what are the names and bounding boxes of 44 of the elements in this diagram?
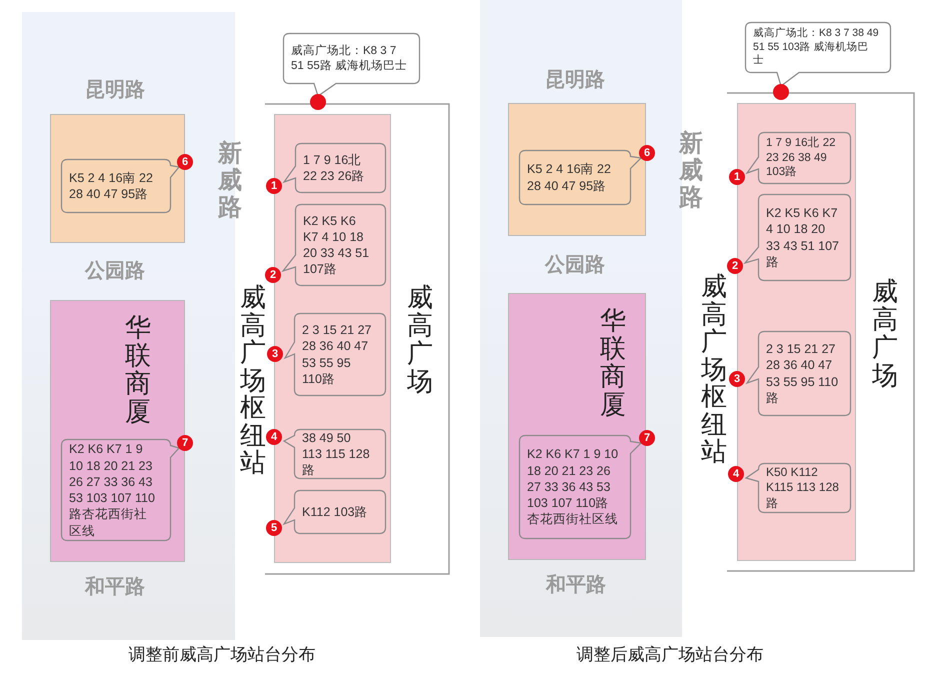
road-name: 公园路 [544, 253, 606, 278]
route-list: 2 3 15 21 27 28 36 40 47 53 55 95 110路 [294, 313, 386, 396]
road-name: 和平路 [544, 573, 607, 598]
callout-number: 5 [266, 520, 282, 536]
route-list: 38 49 50 113 115 128路 [294, 429, 386, 479]
callout-number: 2 [727, 258, 743, 274]
callout-bubble [745, 22, 891, 86]
route-list: 2 3 15 21 27 28 36 40 47 53 55 95 110路 [758, 331, 851, 416]
callout-number: 3 [729, 371, 745, 387]
callout-number: 1 [729, 169, 745, 185]
route-list: 1 7 9 16北 22 23 26路 [295, 143, 386, 193]
road-name: 昆明路 [84, 78, 146, 103]
building-block [508, 293, 646, 560]
route-list: 威高广场北：K8 3 7 38 49 51 55 103路 威海机场巴士 [745, 22, 891, 73]
route-list: K2 K6 K7 1 9 10 18 20 21 23 26 27 33 36 43 53 103 107 110路杏花西街社区线 [61, 439, 171, 541]
road-name: 和平路 [84, 575, 146, 600]
callout-number: 4 [728, 466, 744, 482]
route-list: 威高广场北：K8 3 7 51 55路 威海机场巴士 [283, 33, 420, 84]
station-name: 威高广场枢纽站 [700, 273, 728, 466]
callout-number: 4 [266, 429, 282, 445]
plaza-name: 威高广场 [406, 283, 434, 395]
route-list: K2 K5 K6 K7 4 10 18 20 33 43 51 107路 [758, 194, 851, 281]
caption: 调整后威高广场站台分布 [576, 644, 764, 666]
route-list: K112 103路 [294, 490, 386, 534]
route-list: 1 7 9 16北 22 23 26 38 49 103路 [758, 132, 851, 184]
plaza-name: 威高广场 [870, 277, 899, 389]
caption: 调整前威高广场站台分布 [128, 644, 316, 666]
callout-number: 3 [267, 346, 283, 362]
road-name: 公园路 [84, 259, 146, 284]
callout-bubble [283, 33, 420, 96]
route-list: K5 2 4 16南 22 28 40 47 95路 [519, 150, 631, 205]
callout-number: 2 [265, 267, 281, 283]
building-name: 华联商厦 [598, 306, 627, 418]
callout-number: 1 [266, 178, 282, 194]
route-list: K2 K6 K7 1 9 10 18 20 21 23 26 27 33 36 43 53 103 107 110路杏花西街社区线 [519, 435, 631, 539]
road-name: 昆明路 [544, 68, 606, 93]
route-list: K2 K5 K6 K7 4 10 18 20 33 43 51 107路 [295, 204, 386, 286]
road-name: 新威路 [678, 130, 704, 211]
building-block [508, 103, 646, 236]
route-list: K50 K112 K115 113 128路 [758, 463, 851, 513]
station-name: 威高广场枢纽站 [239, 284, 267, 476]
route-list: K5 2 4 16南 22 28 40 47 95路 [61, 159, 171, 213]
building-name: 华联商厦 [124, 313, 152, 425]
road-name: 新威路 [216, 140, 243, 221]
